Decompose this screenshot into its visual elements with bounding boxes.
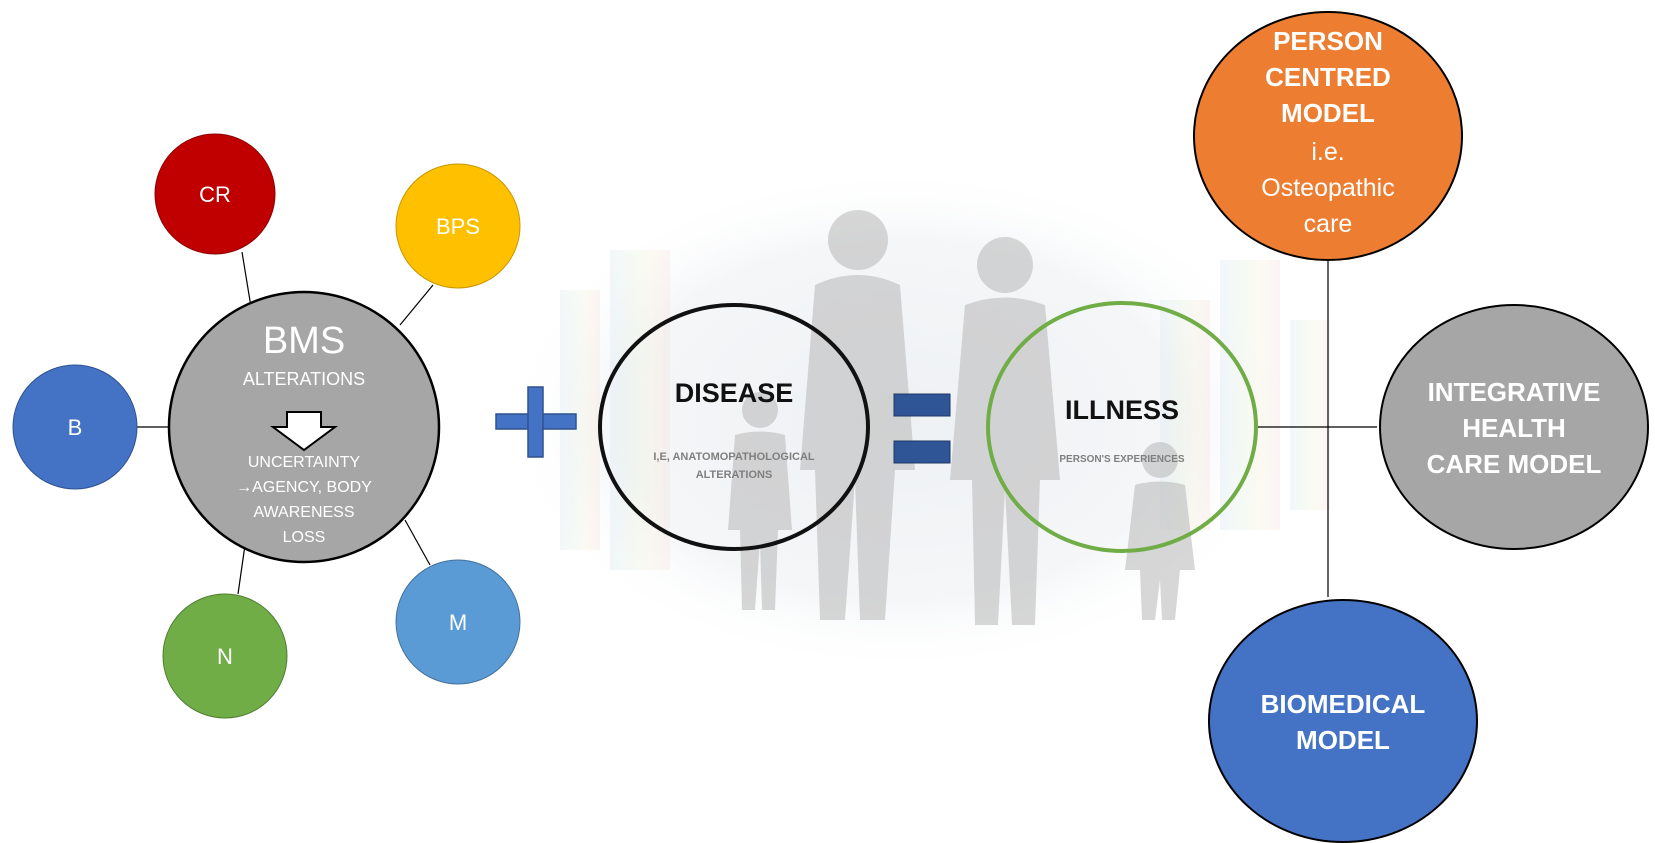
disease-circle: [598, 303, 870, 551]
biomedical-line-1: BIOMEDICAL: [1261, 689, 1426, 719]
bms-node: BMS ALTERATIONS UNCERTAINTY →AGENCY, BOD…: [167, 290, 441, 564]
illness-node: ILLNESS PERSON'S EXPERIENCES: [986, 301, 1258, 553]
n-circle: [162, 593, 288, 719]
satellite-cr: CR: [154, 133, 276, 255]
person-centred-line-5: Osteopathic: [1261, 174, 1394, 202]
biomedical-circle: [1208, 599, 1478, 843]
satellite-bps: BPS: [395, 163, 521, 289]
bms-line-4: LOSS: [283, 529, 326, 546]
bps-label: BPS: [436, 214, 480, 239]
plus-icon: [495, 386, 577, 458]
bps-circle: [395, 163, 521, 289]
satellite-m: M: [395, 559, 521, 685]
connector-bps: [399, 284, 434, 326]
cr-label: CR: [199, 182, 231, 207]
bms-title: BMS: [263, 320, 345, 362]
person-centred-line-6: care: [1304, 210, 1353, 238]
m-circle: [395, 559, 521, 685]
person-centred-line-2: CENTRED: [1265, 62, 1391, 92]
connector-cr: [241, 251, 252, 308]
bms-line-1: UNCERTAINTY: [248, 454, 361, 471]
equals-icon: [893, 393, 951, 464]
integrative-circle: [1379, 304, 1649, 550]
integrative-line-2: HEALTH: [1462, 413, 1566, 443]
integrative-line-3: CARE MODEL: [1427, 449, 1602, 479]
bms-line-3: AWARENESS: [253, 504, 354, 521]
person-centred-line-3: MODEL: [1281, 98, 1375, 128]
n-label: N: [217, 644, 233, 669]
biomedical-node: BIOMEDICAL MODEL: [1208, 599, 1478, 843]
down-arrow-icon: [269, 411, 339, 452]
connector-n: [237, 544, 246, 595]
illness-sub: PERSON'S EXPERIENCES: [1059, 454, 1185, 465]
connector-m: [404, 519, 431, 566]
disease-node: DISEASE I,E, ANATOMOPATHOLOGICAL ALTERAT…: [598, 303, 870, 551]
person-centred-circle: [1193, 11, 1463, 261]
integrative-node: INTEGRATIVE HEALTH CARE MODEL: [1379, 304, 1649, 550]
illness-circle: [986, 301, 1258, 553]
person-centred-line-1: PERSON: [1273, 26, 1383, 56]
person-centred-node: PERSON CENTRED MODEL i.e. Osteopathic ca…: [1193, 11, 1463, 261]
biomedical-line-2: MODEL: [1296, 725, 1390, 755]
b-circle: [12, 364, 138, 490]
connector-lines: [137, 251, 1377, 597]
satellite-n: N: [162, 593, 288, 719]
satellite-b: B: [12, 364, 138, 490]
person-centred-line-4: i.e.: [1311, 138, 1344, 166]
integrative-line-1: INTEGRATIVE: [1428, 377, 1601, 407]
bms-subtitle: ALTERATIONS: [243, 369, 365, 389]
family-silhouette-icon: [728, 210, 1195, 625]
bms-line-2: →AGENCY, BODY: [236, 479, 372, 496]
illness-title: ILLNESS: [1065, 395, 1179, 425]
background-family-image: [500, 165, 1330, 675]
b-label: B: [68, 415, 83, 440]
m-label: M: [449, 610, 467, 635]
disease-title: DISEASE: [675, 378, 794, 408]
disease-sub-2: ALTERATIONS: [696, 469, 773, 481]
disease-sub-1: I,E, ANATOMOPATHOLOGICAL: [653, 451, 815, 463]
cr-circle: [154, 133, 276, 255]
